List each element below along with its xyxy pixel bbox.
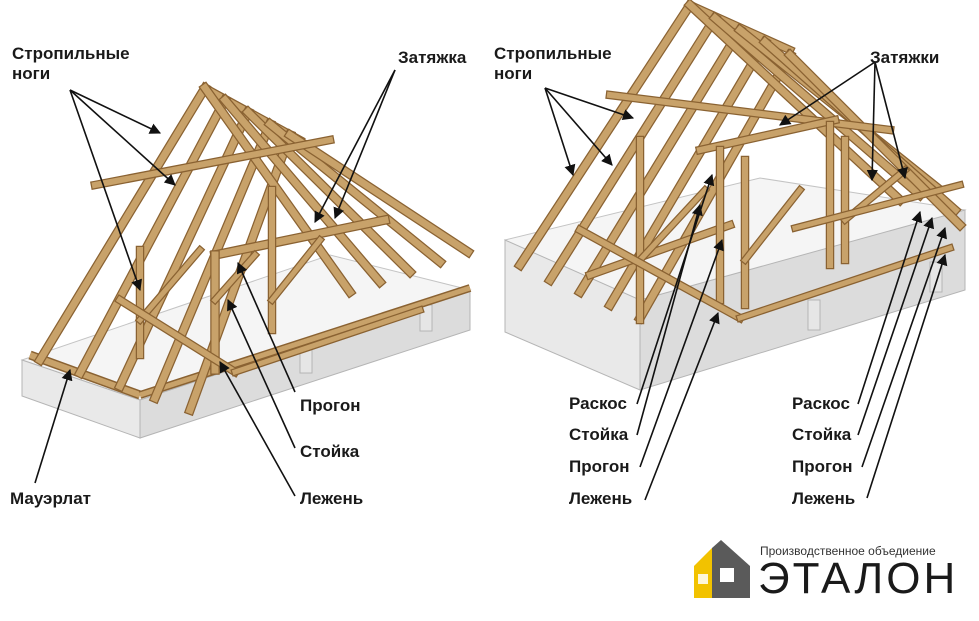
timber-beam-face: [91, 136, 334, 189]
timber-beam-face: [220, 95, 385, 287]
company-logo: Производственное объедиение ЭТАЛОН: [690, 540, 970, 610]
left-house: [20, 81, 475, 439]
label-ties: Затяжки: [870, 48, 940, 67]
label-tie: Затяжка: [398, 48, 467, 67]
timber-beam-face: [200, 83, 355, 297]
timber-beam-face: [636, 186, 709, 264]
label-wall-plate: Мауэрлат: [10, 489, 91, 508]
label-post-a: Стойка: [569, 425, 629, 444]
timber-beam-face: [210, 215, 390, 260]
logo-subtitle: Производственное объедиение: [760, 544, 936, 558]
timber-beam-face: [791, 181, 964, 232]
timber-beam-face: [211, 251, 259, 304]
timber-beam-face: [243, 107, 415, 277]
left-leader-lines: [34, 69, 396, 497]
timber-beam-face: [115, 295, 240, 377]
timber-beam-face: [785, 50, 965, 230]
timber-beam-face: [35, 83, 210, 365]
label-post-b: Стойка: [792, 425, 852, 444]
timber-beam-face: [515, 0, 695, 270]
timber-beam-face: [586, 221, 734, 279]
label-purlin-b: Прогон: [792, 457, 853, 476]
timber-beam-face: [575, 225, 745, 323]
timber-beam-face: [545, 13, 720, 285]
right-house: [503, 0, 967, 391]
right-rafters: [513, 0, 967, 325]
label-purlin-a: Прогон: [569, 457, 630, 476]
right-leader-lines: [544, 61, 948, 501]
timber-beam-face: [231, 306, 424, 376]
timber-beam-face: [741, 186, 804, 264]
label-brace-b: Раскос: [792, 394, 850, 413]
label-post-left: Стойка: [300, 442, 360, 461]
timber-beam-face: [696, 116, 839, 154]
label-rafters-right: Стропильные ноги: [494, 44, 612, 83]
label-sill-b: Лежень: [792, 489, 856, 508]
timber-beam-face: [268, 236, 324, 304]
timber-beam-face: [685, 0, 905, 205]
logo-name: ЭТАЛОН: [758, 554, 959, 603]
timber-beam-face: [136, 246, 204, 324]
timber-beam-face: [75, 95, 230, 378]
label-sill-left: Лежень: [300, 489, 364, 508]
timber-beam-face: [736, 244, 954, 322]
label-purlin-left: Прогон: [300, 396, 361, 415]
timber-beam-face: [606, 91, 894, 134]
house-logo-icon: [694, 540, 750, 598]
timber-beam-face: [710, 13, 925, 200]
left-rafters: [33, 81, 475, 417]
label-brace-a: Раскос: [569, 394, 627, 413]
label-sill-a: Лежень: [569, 489, 633, 508]
timber-beam-face: [285, 130, 473, 257]
label-rafters-left: Стропильные ноги: [12, 44, 130, 83]
